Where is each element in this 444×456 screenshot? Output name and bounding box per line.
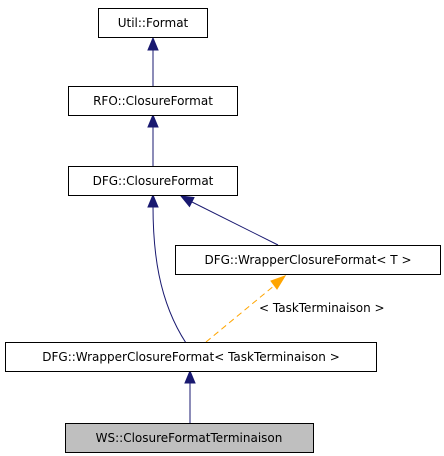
edge-template-instantiation-label: < TaskTerminaison >	[259, 301, 385, 315]
node-util-format-label: Util::Format	[118, 16, 189, 30]
edge-wrapper-template-to-dfg-closure	[179, 195, 279, 246]
node-rfo-closure-format-label: RFO::ClosureFormat	[93, 94, 213, 108]
edge-wrapper-task-to-dfg-closure	[147, 193, 187, 344]
node-ws-closure-format-terminaison[interactable]: WS::ClosureFormatTerminaison	[65, 423, 314, 453]
edge-template-instantiation	[205, 275, 287, 343]
node-dfg-closure-format-label: DFG::ClosureFormat	[93, 174, 214, 188]
node-dfg-wrapper-task-label: DFG::WrapperClosureFormat< TaskTerminais…	[42, 350, 340, 364]
edge-ws-to-wrapper-task	[184, 369, 196, 423]
node-rfo-closure-format[interactable]: RFO::ClosureFormat	[68, 86, 238, 116]
edge-rfo-to-util	[147, 36, 159, 86]
node-ws-closure-format-terminaison-label: WS::ClosureFormatTerminaison	[96, 431, 283, 445]
node-dfg-closure-format[interactable]: DFG::ClosureFormat	[68, 166, 238, 196]
node-dfg-wrapper-task[interactable]: DFG::WrapperClosureFormat< TaskTerminais…	[5, 342, 377, 372]
edge-dfg-closure-to-rfo	[147, 113, 159, 166]
node-dfg-wrapper-template[interactable]: DFG::WrapperClosureFormat< T >	[175, 245, 441, 275]
node-util-format[interactable]: Util::Format	[98, 8, 208, 38]
node-dfg-wrapper-template-label: DFG::WrapperClosureFormat< T >	[204, 253, 411, 267]
